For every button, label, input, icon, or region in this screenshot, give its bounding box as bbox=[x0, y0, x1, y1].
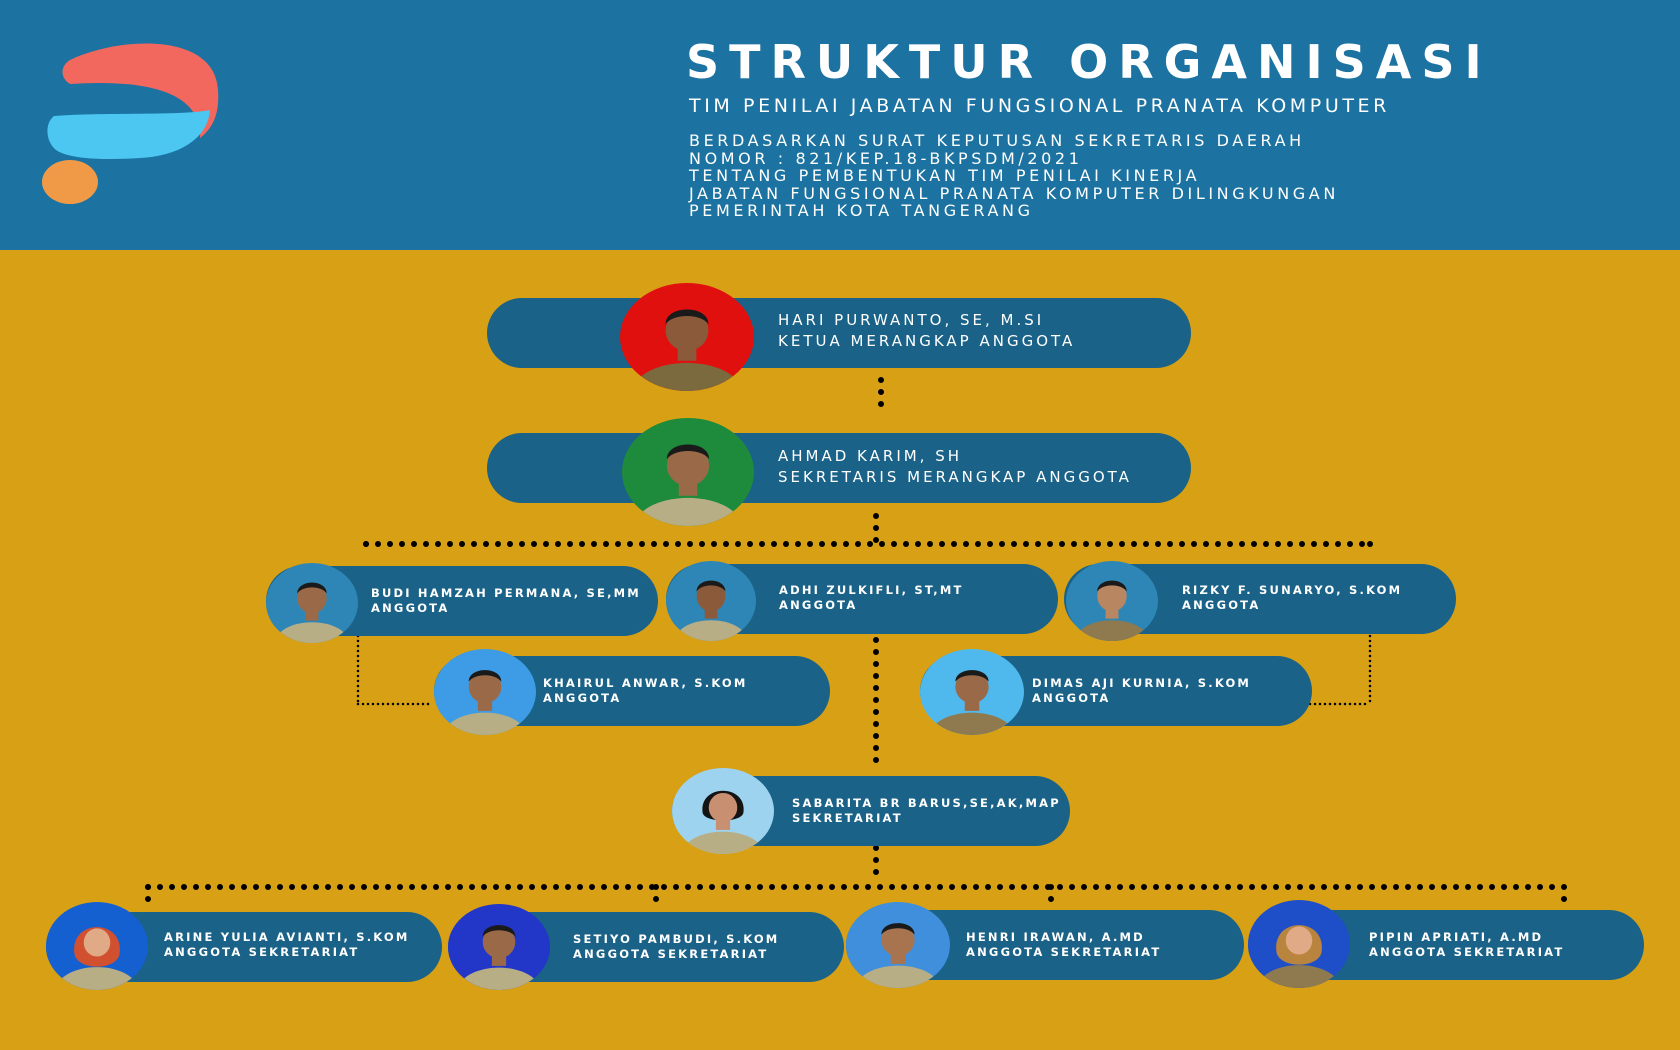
member-label: ARINE YULIA AVIANTI, S.KOM ANGGOTA SEKRE… bbox=[164, 930, 409, 960]
member-photo bbox=[1066, 561, 1158, 641]
logo-icon bbox=[42, 43, 219, 204]
member-photo bbox=[266, 563, 358, 643]
decree-line: TENTANG PEMBENTUKAN TIM PENILAI KINERJA bbox=[689, 166, 1201, 186]
person-avatar-icon bbox=[434, 649, 536, 735]
member-role: KETUA MERANGKAP ANGGOTA bbox=[778, 332, 1076, 350]
member-name: DIMAS AJI KURNIA, S.KOM bbox=[1032, 676, 1252, 690]
member-label: RIZKY F. SUNARYO, S.KOM ANGGOTA bbox=[1182, 583, 1402, 613]
member-name: SETIYO PAMBUDI, S.KOM bbox=[573, 932, 780, 946]
member-role: ANGGOTA bbox=[779, 598, 858, 612]
member-label: SETIYO PAMBUDI, S.KOM ANGGOTA SEKRETARIA… bbox=[573, 932, 779, 962]
member-photo bbox=[1248, 900, 1350, 988]
member-name: BUDI HAMZAH PERMANA, SE,MM bbox=[371, 586, 641, 600]
member-label: ADHI ZULKIFLI, ST,MT ANGGOTA bbox=[779, 583, 964, 613]
person-avatar-icon bbox=[46, 902, 148, 990]
member-name: SABARITA BR BARUS,SE,AK,MAP bbox=[792, 796, 1061, 810]
member-photo bbox=[920, 649, 1024, 735]
page-subtitle: TIM PENILAI JABATAN FUNGSIONAL PRANATA K… bbox=[689, 95, 1390, 117]
member-name: ARINE YULIA AVIANTI, S.KOM bbox=[164, 930, 410, 944]
member-role: ANGGOTA bbox=[1032, 691, 1111, 705]
member-role: ANGGOTA SEKRETARIAT bbox=[1369, 945, 1565, 959]
person-avatar-icon bbox=[620, 283, 754, 391]
member-photo bbox=[620, 283, 754, 391]
member-role: ANGGOTA SEKRETARIAT bbox=[966, 945, 1162, 959]
member-label: KHAIRUL ANWAR, S.KOM ANGGOTA bbox=[543, 676, 748, 706]
member-label: PIPIN APRIATI, A.MD ANGGOTA SEKRETARIAT bbox=[1369, 930, 1564, 960]
decree-line: PEMERINTAH KOTA TANGERANG bbox=[689, 201, 1034, 221]
page-title: STRUKTUR ORGANISASI bbox=[686, 35, 1492, 89]
decree-line: NOMOR : 821/KEP.18-BKPSDM/2021 bbox=[689, 148, 1083, 168]
member-role: SEKRETARIAT bbox=[792, 811, 903, 825]
member-label: BUDI HAMZAH PERMANA, SE,MM ANGGOTA bbox=[371, 586, 641, 616]
member-photo bbox=[434, 649, 536, 735]
member-name: HENRI IRAWAN, A.MD bbox=[966, 930, 1145, 944]
member-label: SABARITA BR BARUS,SE,AK,MAP SEKRETARIAT bbox=[792, 796, 1061, 826]
member-role: ANGGOTA SEKRETARIAT bbox=[573, 947, 769, 961]
decree-text: BERDASARKAN SURAT KEPUTUSAN SEKRETARIS D… bbox=[689, 132, 1339, 220]
person-avatar-icon bbox=[622, 418, 754, 526]
member-label: HENRI IRAWAN, A.MD ANGGOTA SEKRETARIAT bbox=[966, 930, 1161, 960]
person-avatar-icon bbox=[1066, 561, 1158, 641]
header-banner: STRUKTUR ORGANISASI TIM PENILAI JABATAN … bbox=[0, 0, 1680, 250]
member-role: ANGGOTA bbox=[1182, 598, 1261, 612]
member-name: ADHI ZULKIFLI, ST,MT bbox=[779, 583, 964, 597]
decree-line: JABATAN FUNGSIONAL PRANATA KOMPUTER DILI… bbox=[689, 183, 1339, 203]
member-name: PIPIN APRIATI, A.MD bbox=[1369, 930, 1544, 944]
member-name: HARI PURWANTO, SE, M.SI bbox=[778, 311, 1045, 329]
person-avatar-icon bbox=[1248, 900, 1350, 988]
person-avatar-icon bbox=[266, 563, 358, 643]
person-avatar-icon bbox=[846, 902, 950, 988]
member-role: ANGGOTA SEKRETARIAT bbox=[164, 945, 360, 959]
member-photo bbox=[846, 902, 950, 988]
person-avatar-icon bbox=[666, 561, 756, 641]
member-label: HARI PURWANTO, SE, M.SI KETUA MERANGKAP … bbox=[778, 310, 1075, 352]
member-card-ahmad-karim bbox=[487, 433, 1191, 503]
member-role: ANGGOTA bbox=[543, 691, 622, 705]
person-avatar-icon bbox=[672, 768, 774, 854]
member-card-hari-purwanto bbox=[487, 298, 1191, 368]
member-photo bbox=[672, 768, 774, 854]
member-name: KHAIRUL ANWAR, S.KOM bbox=[543, 676, 748, 690]
person-avatar-icon bbox=[920, 649, 1024, 735]
member-name: RIZKY F. SUNARYO, S.KOM bbox=[1182, 583, 1403, 597]
member-photo bbox=[448, 904, 550, 990]
member-photo bbox=[46, 902, 148, 990]
member-role: ANGGOTA bbox=[371, 601, 450, 615]
person-avatar-icon bbox=[448, 904, 550, 990]
member-photo bbox=[666, 561, 756, 641]
member-name: AHMAD KARIM, SH bbox=[778, 447, 963, 465]
member-label: DIMAS AJI KURNIA, S.KOM ANGGOTA bbox=[1032, 676, 1251, 706]
decree-line: BERDASARKAN SURAT KEPUTUSAN SEKRETARIS D… bbox=[689, 131, 1305, 150]
member-label: AHMAD KARIM, SH SEKRETARIS MERANGKAP ANG… bbox=[778, 446, 1132, 488]
member-photo bbox=[622, 418, 754, 526]
member-role: SEKRETARIS MERANGKAP ANGGOTA bbox=[778, 468, 1132, 486]
